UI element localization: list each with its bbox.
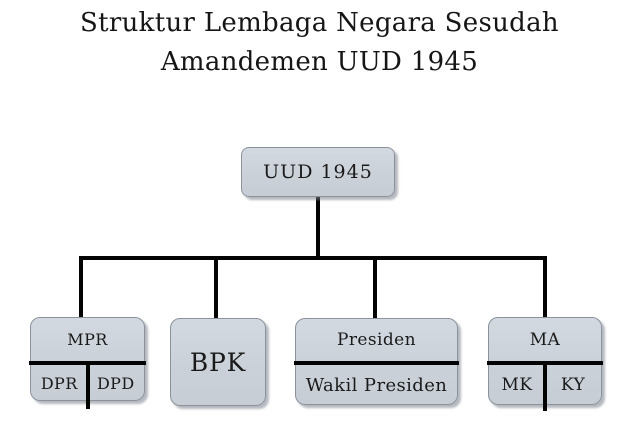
node-ma-label: MA [529,329,561,350]
node-mk-label: MK [501,374,533,395]
node-uud-1945: UUD 1945 [241,147,395,197]
node-bpk: BPK [170,318,266,406]
connector-horizontal-bus [79,256,547,260]
node-ky-label: KY [560,374,586,395]
diagram-title-line-2: Amandemen UUD 1945 [160,47,479,77]
node-uud-1945-label: UUD 1945 [263,161,373,183]
node-presiden-label: Presiden [337,330,416,350]
node-wakil-presiden-label: Wakil Presiden [305,374,448,396]
node-bpk-label: BPK [189,347,247,377]
connector-drop-ma [543,258,547,318]
node-dpd-label: DPD [96,373,135,393]
connector-drop-mpr [79,258,83,318]
diagram-title: Struktur Lembaga Negara Sesudah Amandeme… [0,4,639,82]
node-presiden-divider [294,361,459,365]
diagram-title-line-1: Struktur Lembaga Negara Sesudah [80,8,559,38]
connector-drop-bpk [214,258,218,318]
connector-root-stem [316,197,320,259]
node-ma-vertical-divider [543,361,547,411]
node-ma: MA MK KY [487,317,603,411]
node-mpr-vertical-divider [85,361,90,409]
connector-drop-presiden [373,258,377,318]
node-presiden: Presiden Wakil Presiden [294,318,459,405]
node-mpr-label: MPR [67,330,108,349]
node-dpr-label: DPR [40,373,78,393]
node-mpr: MPR DPR DPD [29,317,146,409]
